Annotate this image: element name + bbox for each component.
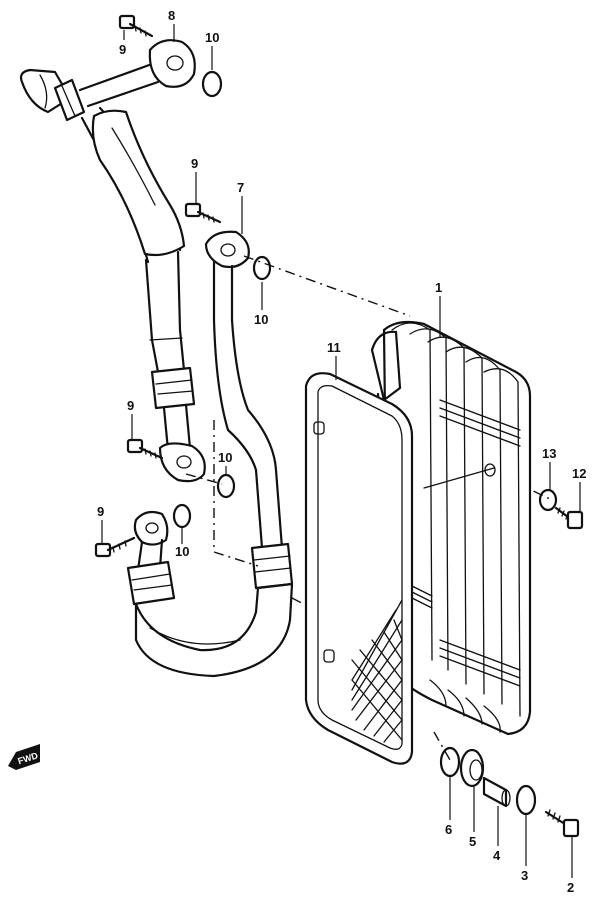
callout-4: 4 (493, 848, 501, 863)
callout-11: 11 (327, 340, 341, 355)
flange-8 (148, 39, 196, 88)
fwd-arrow-icon: FWD (8, 744, 40, 770)
oil-pipe-7 (204, 230, 294, 590)
callout-10-lower: 10 (218, 450, 232, 465)
washer-3 (515, 784, 537, 816)
guard-mesh (351, 599, 403, 743)
o-ring-10-mid (252, 255, 272, 281)
grommet-5 (459, 748, 485, 788)
callout-1: 1 (435, 280, 442, 295)
callout-6: 6 (445, 822, 452, 837)
callout-9-mid: 9 (191, 156, 198, 171)
callout-5: 5 (469, 834, 476, 849)
callout-8: 8 (168, 8, 175, 23)
o-ring-10-top (201, 70, 223, 98)
collar-4 (482, 776, 511, 808)
washer-6 (439, 746, 461, 778)
callout-10-bottom: 10 (175, 544, 189, 559)
callout-12: 12 (572, 466, 586, 481)
bolt-9-mid (184, 202, 222, 224)
upper-oil-hose (19, 62, 206, 483)
guard-11 (304, 372, 414, 765)
callout-9-lower: 9 (127, 398, 134, 413)
lower-oil-hose (126, 510, 294, 678)
bolt-12 (554, 506, 584, 530)
bolt-9-lower (126, 438, 164, 460)
oil-cooler-1 (370, 320, 532, 736)
callout-13: 13 (542, 446, 556, 461)
callout-3: 3 (521, 868, 528, 883)
o-ring-10-bottom (172, 503, 192, 529)
callout-7: 7 (237, 180, 244, 195)
callout-9-top: 9 (119, 42, 126, 57)
callout-9-bottom: 9 (97, 504, 104, 519)
callout-10-top: 10 (205, 30, 219, 45)
washer-13 (538, 488, 558, 512)
bolt-9-bottom (94, 536, 136, 558)
bolt-9-top (118, 14, 154, 38)
callout-2: 2 (567, 880, 574, 895)
bolt-2 (544, 809, 580, 838)
o-ring-10-lower (216, 473, 236, 499)
callout-10-mid: 10 (254, 312, 268, 327)
